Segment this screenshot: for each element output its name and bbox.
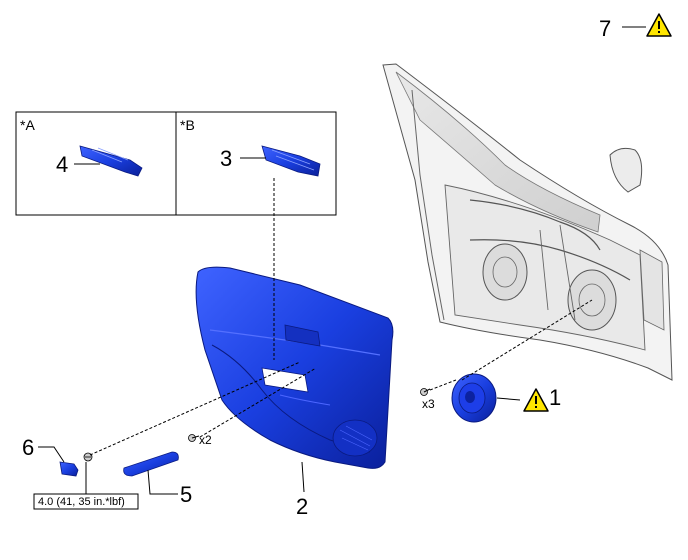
side-mirror <box>609 147 643 193</box>
quantity-x3: x3 <box>422 397 435 411</box>
warning-triangle-icon <box>523 388 549 412</box>
leader-lines <box>38 26 646 495</box>
part-5-cover <box>123 451 179 477</box>
torque-spec: 4.0 (41, 35 in.*lbf) <box>38 496 125 508</box>
part-2-door-trim-panel <box>195 266 394 469</box>
callout-4: 4 <box>56 152 68 177</box>
inset-label-a: *A <box>20 117 35 133</box>
callout-7: 7 <box>599 16 611 41</box>
screw-x3-icon <box>420 388 431 396</box>
callout-5: 5 <box>180 482 192 507</box>
callout-2: 2 <box>296 494 308 519</box>
part-6-clip <box>59 461 79 477</box>
assembly-lines <box>89 178 593 456</box>
warning-triangle-icon <box>646 13 672 37</box>
door-frame <box>382 63 673 381</box>
part-1-speaker <box>451 373 497 423</box>
callout-3: 3 <box>220 146 232 171</box>
quantity-x2: x2 <box>199 433 212 447</box>
screw-x2-icon <box>188 434 200 442</box>
inset-label-b: *B <box>180 117 195 133</box>
part-3-switch-base <box>261 145 321 177</box>
part-4-switch-base <box>79 145 143 177</box>
callout-6: 6 <box>22 435 34 460</box>
callout-1: 1 <box>549 385 561 410</box>
torque-box <box>33 493 139 510</box>
